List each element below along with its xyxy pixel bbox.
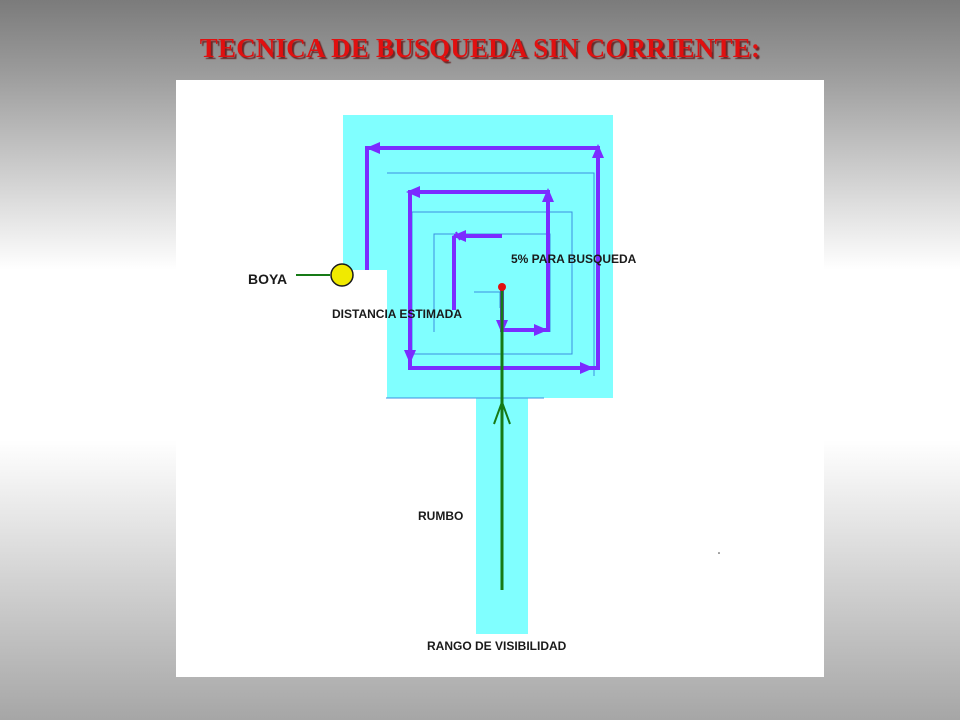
inner-start-tick	[455, 231, 461, 241]
buoy-icon	[330, 263, 354, 287]
heading-label: RUMBO	[418, 509, 464, 523]
heading-arrow-icon	[493, 399, 511, 425]
estimated-distance-label: DISTANCIA ESTIMADA	[332, 307, 462, 321]
search-diagram	[296, 115, 720, 634]
spiral-search-path	[365, 146, 600, 370]
diagram-panel: BOYA 5% PARA BUSQUEDA DISTANCIA ESTIMADA…	[176, 80, 824, 677]
datum-point	[498, 283, 506, 291]
visibility-range-label: RANGO DE VISIBILIDAD	[427, 639, 567, 653]
buoy-label: BOYA	[248, 271, 288, 287]
stray-dot	[718, 552, 720, 554]
search-percent-label: 5% PARA BUSQUEDA	[511, 252, 637, 266]
slide-title: TECNICA DE BUSQUEDA SIN CORRIENTE:	[199, 33, 761, 63]
